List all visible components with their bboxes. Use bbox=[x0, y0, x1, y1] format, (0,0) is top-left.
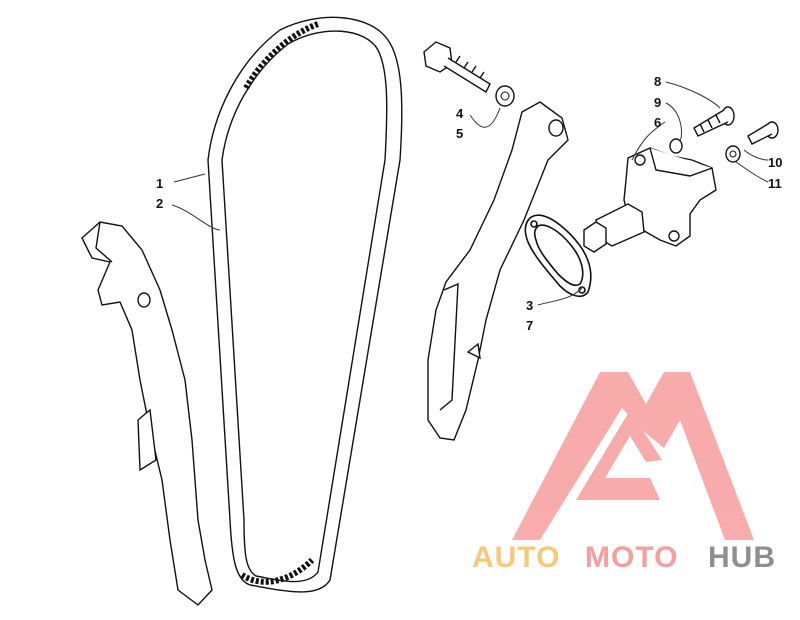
tensioner-bolt-long bbox=[693, 106, 735, 137]
callout-6: 6 bbox=[654, 115, 661, 130]
logo-inner-mark bbox=[576, 410, 662, 500]
callout-11: 11 bbox=[768, 176, 782, 191]
brand-hub: HUB bbox=[708, 541, 776, 574]
chain-tensioner-guide bbox=[427, 101, 569, 441]
callout-7: 7 bbox=[526, 318, 533, 333]
pivot-bolt bbox=[423, 41, 491, 93]
callout-8: 8 bbox=[654, 74, 661, 89]
callout-5: 5 bbox=[456, 126, 463, 141]
gasket bbox=[524, 214, 592, 298]
washer-9 bbox=[669, 138, 683, 154]
logo-outer-mark bbox=[512, 372, 754, 540]
callout-4: 4 bbox=[456, 106, 464, 121]
leader-lines bbox=[171, 81, 769, 306]
callout-3: 3 bbox=[526, 298, 533, 313]
timing-chain bbox=[207, 16, 403, 593]
callout-labels: 1 2 4 5 3 7 6 8 9 10 11 bbox=[156, 74, 782, 333]
chain-guide-left bbox=[81, 221, 213, 606]
tensioner-assembly bbox=[583, 147, 717, 253]
watermark-logo bbox=[512, 372, 754, 540]
callout-2: 2 bbox=[156, 196, 163, 211]
tensioner-bolt-short bbox=[747, 121, 779, 145]
callout-10: 10 bbox=[768, 155, 782, 170]
callout-9: 9 bbox=[654, 95, 661, 110]
callout-1: 1 bbox=[156, 176, 163, 191]
watermark-text: AUTO MOTO HUB bbox=[472, 541, 776, 574]
brand-moto: MOTO bbox=[585, 541, 678, 574]
brand-auto: AUTO bbox=[472, 541, 560, 574]
